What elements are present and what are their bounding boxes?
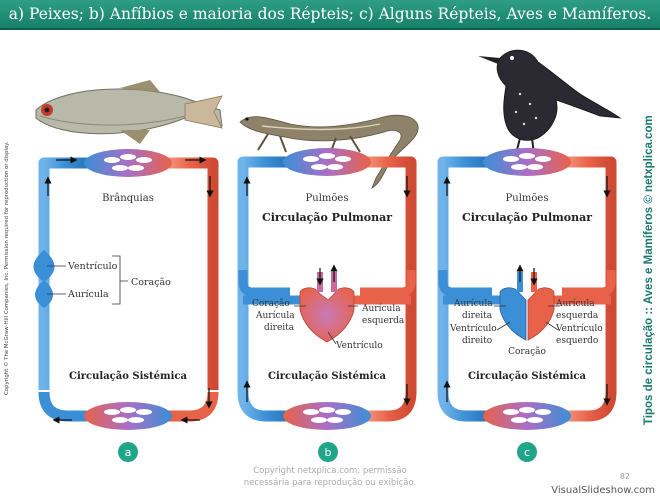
label-branquias: Brânquias [102,193,154,204]
label-right-atrium-b1: Aurícula [255,310,295,321]
heart-b [300,288,354,342]
label-right-ventricle-c1: Ventrículo [449,323,497,334]
label-pulmonary-c: Circulação Pulmonar [462,211,592,224]
systemic-capillaries-a [84,402,172,430]
label-heart-a: Coração [131,277,171,288]
gill-capillaries [84,149,172,177]
label-left-atrium-c1: Aurícula [555,298,595,309]
badge-b-letter: b [325,446,332,459]
label-left-atrium-b1: Aurícula [361,303,401,314]
panel-a: Brânquias Ventrículo Aurícula Coração Ci… [34,80,223,462]
label-systemic-c: Circulação Sistémica [468,371,586,382]
badge-c-letter: c [524,446,530,459]
label-left-atrium-c2: esquerda [556,311,599,321]
label-lungs-c: Pulmões [506,193,549,204]
systemic-capillaries-c [483,402,571,430]
page-number: 82 [600,472,630,481]
footer-copyright: Copyright netxplica.com: permissão neces… [200,465,460,489]
watermark: VisualSlideshow.com [520,485,655,496]
label-lungs-b: Pulmões [306,193,349,204]
label-right-atrium-b2: direita [264,323,295,333]
label-left-ventricle-c1: Ventrículo [555,323,603,334]
label-heart-b: Coração [252,298,290,309]
label-pulmonary-b: Circulação Pulmonar [262,211,392,224]
label-right-ventricle-c2: direito [462,336,492,346]
bird-illustration [478,50,620,154]
fish-illustration [36,80,222,144]
label-right-atrium-c2: direita [462,311,493,321]
badge-a-letter: a [125,446,132,459]
label-left-atrium-b2: esquerda [362,316,405,326]
panel-c: Pulmões Circulação Pulmonar Aurícula dir… [443,50,620,462]
label-heart-c: Coração [508,346,546,357]
label-right-atrium-c1: Aurícula [453,298,493,309]
lung-capillaries-b [283,148,371,176]
footer-copyright-line1: Copyright netxplica.com: permissão [200,465,460,477]
footer-copyright-line2: necessária para reprodução ou exibição. [200,477,460,489]
label-ventricle-b: Ventrículo [335,340,383,351]
heart-c-left [528,288,554,340]
label-systemic-b: Circulação Sistémica [268,371,386,382]
panel-b: Pulmões Circulação Pulmonar Coração Aurí… [240,115,418,462]
systemic-capillaries-b [283,402,371,430]
label-atrium-a: Aurícula [67,289,109,300]
lung-capillaries-c [483,148,571,176]
label-ventricle-a: Ventrículo [67,261,118,272]
heart-c-right [500,288,526,340]
label-systemic-a: Circulação Sistémica [69,371,187,382]
label-left-ventricle-c2: esquerdo [556,336,598,346]
